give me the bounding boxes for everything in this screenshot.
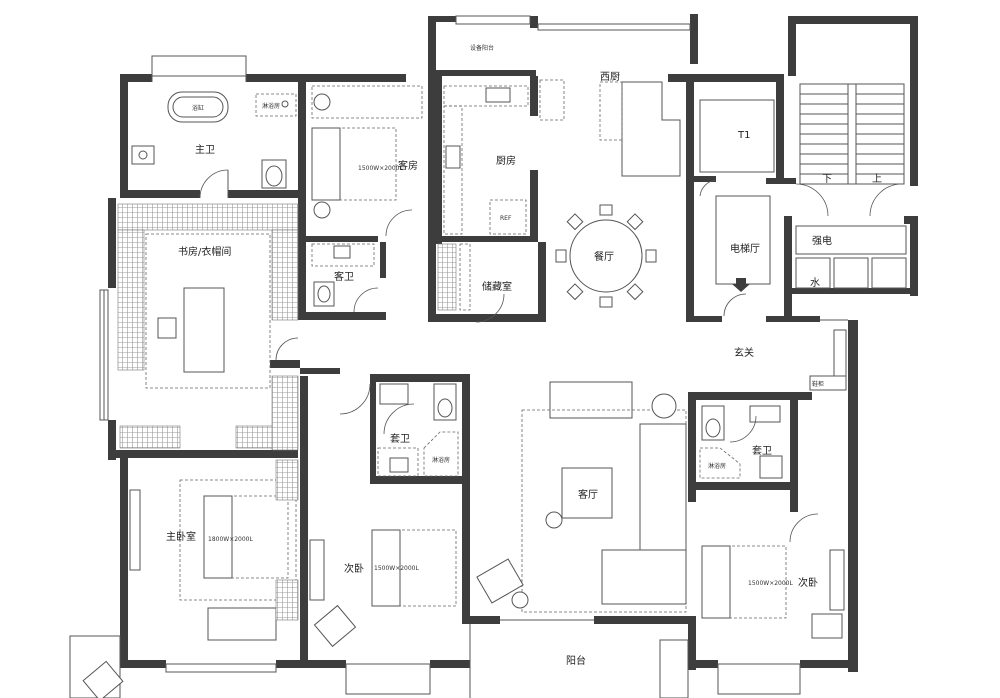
label-ensuite-bath-right: 套卫 [752,444,772,457]
label-t1: T1 [737,130,750,141]
stair [799,83,905,185]
label-master-bath: 主卫 [195,144,215,156]
note-shoe-cabinet: 鞋柜 [812,380,824,388]
note-shower-ensuite-left: 淋浴房 [432,456,450,464]
label-master-bedroom: 主卧室 [166,530,196,543]
label-stair-up: 上 [872,173,882,185]
label-balcony: 阳台 [566,654,586,667]
windows-and-outlines [69,15,848,698]
label-western-kitchen: 西厨 [600,71,620,83]
living-sofa-top [549,381,633,419]
note-shower-ensuite-right: 淋浴房 [708,462,726,470]
note-fridge: REF [500,215,512,222]
label-living: 客厅 [578,488,598,501]
label-stair-down: 下 [822,174,832,185]
annotations: 1500W×2000L 1800W×2000L 1500W×2000L 1500… [192,102,824,587]
label-second-bedroom-left: 次卧 [344,562,364,575]
coffee-table [561,467,613,519]
label-guest-room: 客房 [398,159,418,172]
note-bed-guest: 1500W×2000L [358,165,403,172]
label-entrance: 玄关 [734,346,754,359]
label-water: 水 [810,277,820,289]
label-study-cloakroom: 书房/衣帽间 [178,245,231,258]
walls [108,14,918,672]
note-bed-second-left: 1500W×2000L [374,565,419,572]
label-strong-power: 强电 [812,234,832,247]
label-storage: 储藏室 [482,280,512,293]
note-shower-master: 淋浴房 [262,102,280,110]
label-guest-bath: 客卫 [334,270,354,283]
label-elevator-hall: 电梯厅 [730,242,760,255]
study-rug [145,233,271,389]
dining-table [569,219,643,293]
room-labels: 主卫 客房 厨房 西厨 设备阳台 书房/衣帽间 客卫 储藏室 餐厅 电梯厅 T1… [166,44,882,667]
door-swings [199,169,903,543]
note-bed-second-right: 1500W×2000L [748,580,793,587]
label-second-bedroom-right: 次卧 [798,576,818,589]
note-bathtub: 浴缸 [192,104,204,112]
furniture [82,79,907,698]
note-bed-master: 1800W×2000L [208,536,253,543]
label-ensuite-bath-left: 套卫 [390,432,410,445]
label-kitchen: 厨房 [496,154,516,167]
label-equipment-balcony: 设备阳台 [470,44,494,52]
label-dining: 餐厅 [594,250,614,263]
study-desk [183,287,225,373]
